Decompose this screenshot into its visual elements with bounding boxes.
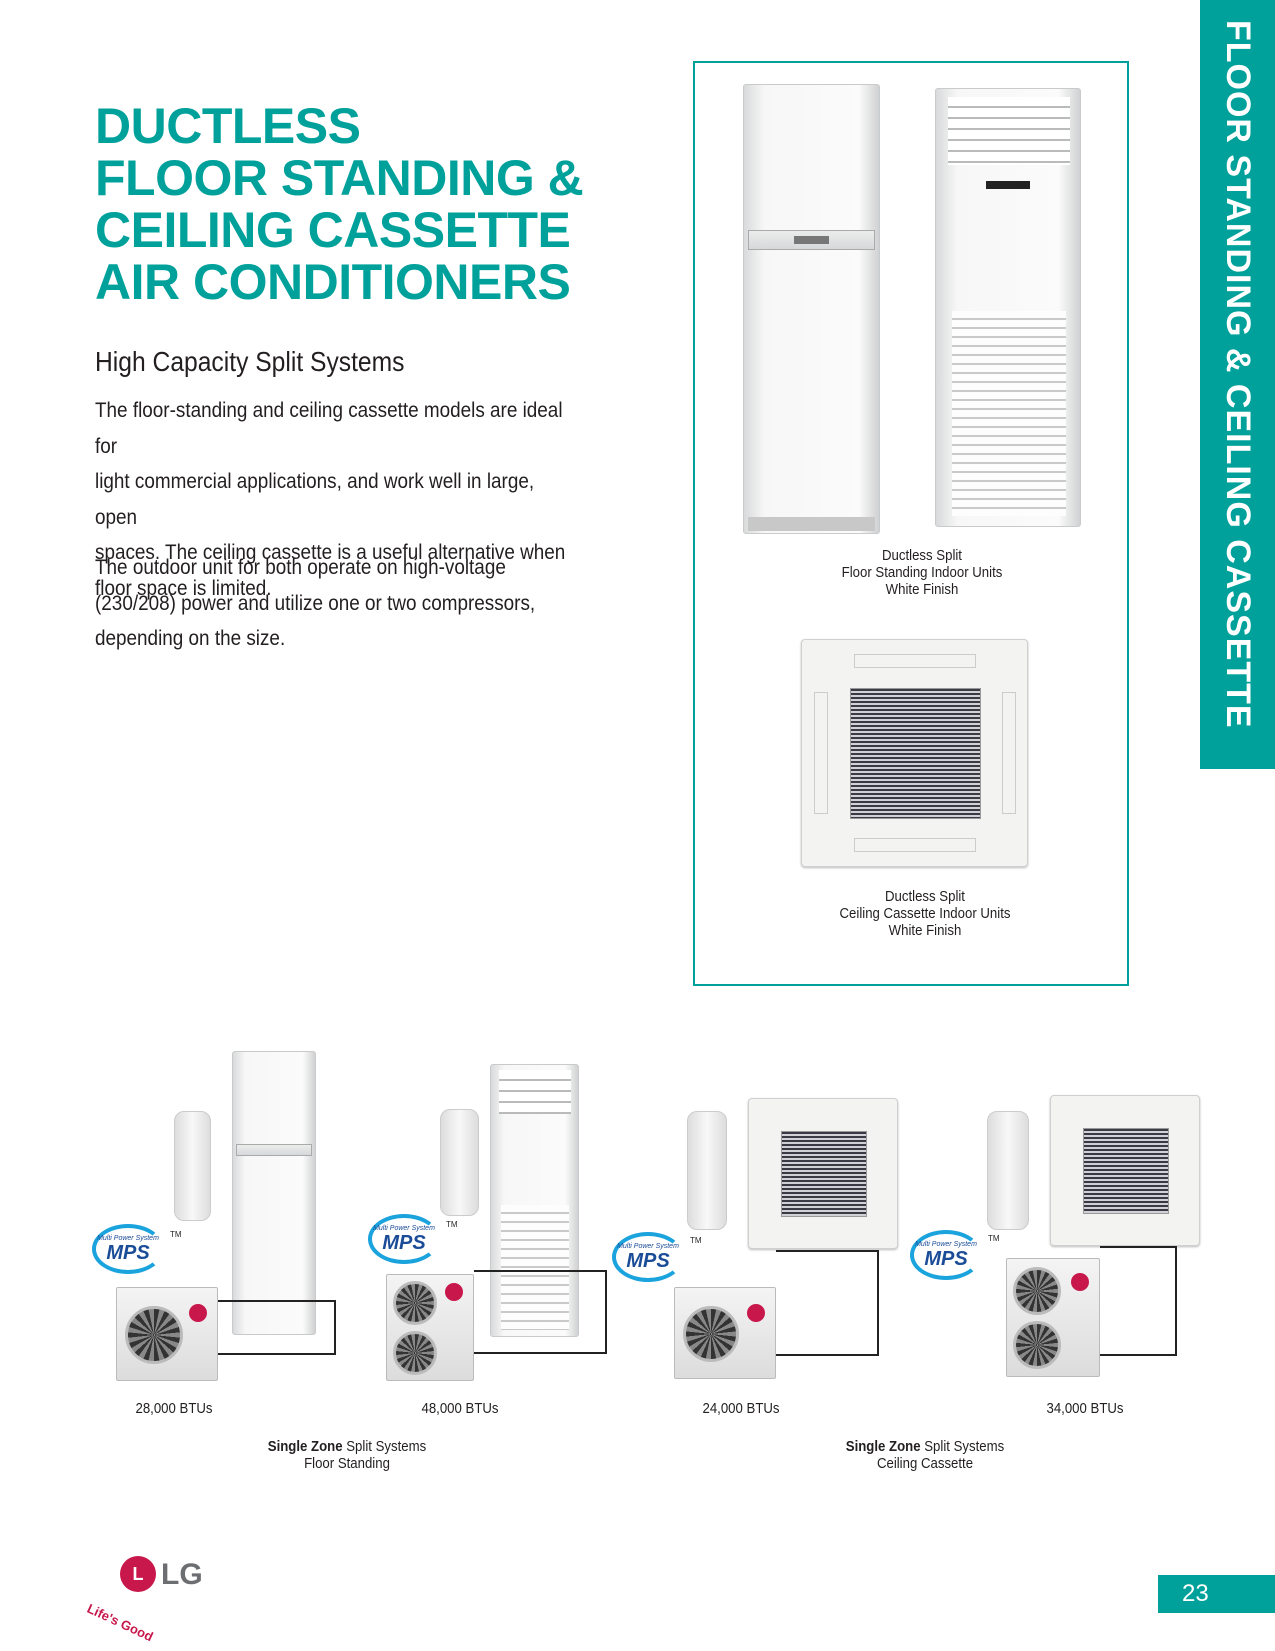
ceiling-cassette-image (748, 1098, 898, 1249)
mps-label: MPS (924, 1247, 968, 1270)
outdoor-unit-image (674, 1287, 776, 1379)
remote-control-image (987, 1111, 1029, 1230)
trademark: TM (988, 1234, 1000, 1243)
remote-control-image (440, 1109, 479, 1216)
title-line: FLOOR STANDING & (95, 150, 584, 206)
side-tab-label: FLOOR STANDING & CEILING CASSETTE (1219, 20, 1257, 729)
mps-tagline: Multi Power System (915, 1240, 977, 1248)
side-tab (1200, 0, 1275, 769)
page-title: DUCTLESS FLOOR STANDING & CEILING CASSET… (95, 98, 584, 310)
caption-sub: Ceiling Cassette (876, 1455, 974, 1472)
mps-label: MPS (626, 1249, 670, 1272)
cassette-units-caption: Ductless Split Ceiling Cassette Indoor U… (837, 888, 1013, 939)
lg-slogan: Life's Good (84, 1600, 156, 1645)
outdoor-unit-image (116, 1287, 218, 1381)
title-line: CEILING CASSETTE (95, 202, 571, 258)
caption-text: Split Systems (920, 1438, 1005, 1455)
refrigerant-line (218, 1300, 336, 1355)
floor-standing-unit-image (743, 84, 880, 534)
text-line: depending on the size. (95, 627, 286, 650)
remote-control-image (174, 1111, 211, 1221)
text-line: The outdoor unit for both operate on hig… (95, 556, 506, 579)
caption-bold: Single Zone (267, 1438, 343, 1455)
trademark: TM (170, 1230, 182, 1239)
ceiling-cassette-image (1050, 1095, 1200, 1246)
page-number-text: 23 (1182, 1580, 1209, 1607)
remote-control-image (687, 1111, 727, 1230)
paragraph-1: The floor-standing and ceiling cassette … (95, 393, 581, 606)
title-line: DUCTLESS (95, 98, 361, 154)
page-number: 23 (1158, 1575, 1275, 1613)
subtitle: High Capacity Split Systems (95, 346, 405, 377)
side-tab-text-wrap: FLOOR STANDING & CEILING CASSETTE (1200, 0, 1275, 769)
btu-label: 28,000 BTUs (135, 1400, 213, 1417)
mps-label: MPS (106, 1241, 150, 1264)
refrigerant-line (776, 1250, 879, 1356)
text-line: floor space is limited. (95, 576, 272, 600)
mps-tagline: Multi Power System (97, 1234, 159, 1242)
mps-label: MPS (382, 1231, 426, 1254)
caption-line: White Finish (885, 581, 959, 598)
mps-tagline: Multi Power System (617, 1242, 679, 1250)
mps-tagline: Multi Power System (373, 1224, 435, 1232)
lg-logo-icon: L (120, 1556, 156, 1592)
caption-line: Ductless Split (882, 547, 962, 564)
outdoor-unit-image (386, 1274, 474, 1381)
text-line: light commercial applications, and work … (95, 470, 535, 529)
refrigerant-line (1100, 1246, 1177, 1356)
caption-sub: Floor Standing (304, 1455, 390, 1472)
ceiling-cassette-group-caption: Single Zone Split Systems Ceiling Casset… (837, 1438, 1013, 1472)
caption-line: White Finish (888, 922, 962, 939)
floor-standing-unit-image (232, 1051, 316, 1335)
text-line: (230/208) power and utilize one or two c… (95, 591, 536, 615)
caption-line: Ceiling Cassette Indoor Units (839, 905, 1011, 922)
caption-line: Ductless Split (885, 888, 965, 905)
paragraph-2: The outdoor unit for both operate on hig… (95, 550, 581, 657)
tower-unit-image (935, 88, 1081, 527)
caption-bold: Single Zone (845, 1438, 921, 1455)
featured-units-box (693, 61, 1129, 986)
refrigerant-line (474, 1270, 607, 1354)
ceiling-cassette-image (801, 639, 1028, 867)
title-line: AIR CONDITIONERS (95, 254, 571, 310)
caption-text: Split Systems (342, 1438, 427, 1455)
floor-standing-group-caption: Single Zone Split Systems Floor Standing (259, 1438, 435, 1472)
trademark: TM (690, 1236, 702, 1245)
btu-label: 34,000 BTUs (1046, 1400, 1124, 1417)
text-line: spaces. The ceiling cassette is a useful… (95, 541, 566, 564)
trademark: TM (446, 1220, 458, 1229)
text-line: The floor-standing and ceiling cassette … (95, 399, 563, 458)
outdoor-unit-image (1006, 1258, 1100, 1377)
lg-brand: LG (161, 1558, 203, 1591)
btu-label: 24,000 BTUs (702, 1400, 780, 1417)
caption-line: Floor Standing Indoor Units (841, 564, 1003, 581)
floor-units-caption: Ductless Split Floor Standing Indoor Uni… (834, 547, 1010, 598)
tower-unit-image (490, 1064, 579, 1337)
btu-label: 48,000 BTUs (421, 1400, 499, 1417)
